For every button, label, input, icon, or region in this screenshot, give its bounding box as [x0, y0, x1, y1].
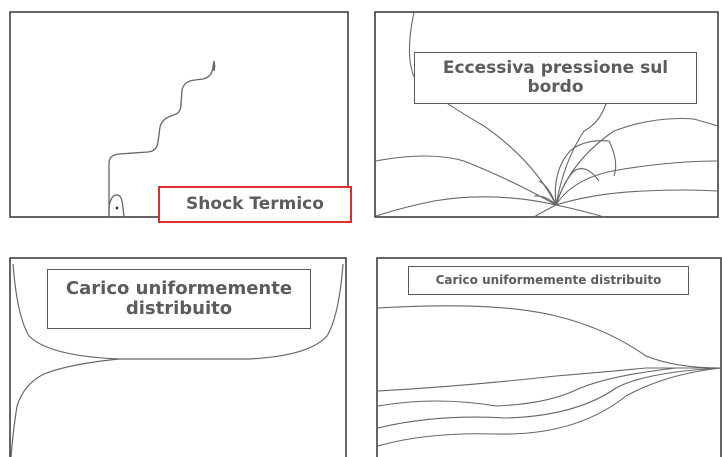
- pane-frame: [9, 11, 349, 218]
- label-uniform-load-2: Carico uniformemente distribuito: [408, 266, 689, 295]
- uniform-load-cracks: [10, 263, 344, 457]
- propagating-cracks: [377, 305, 722, 447]
- label-uniform-load-1: Carico uniformemente distribuito: [47, 269, 311, 329]
- panel-thermal-shock: Shock Termico: [9, 11, 352, 223]
- crack-origin-loop: [108, 194, 125, 218]
- crack-origin-point: [115, 206, 119, 210]
- thermal-crack-line: [108, 60, 216, 217]
- label-edge-pressure: Eccessiva pressione sul bordo: [414, 52, 697, 104]
- glass-pane-thermal: [9, 11, 349, 218]
- panel-edge-pressure: Eccessiva pressione sul bordo: [374, 11, 722, 219]
- panel-uniform-load-2: Carico uniformemente distribuito: [376, 256, 722, 457]
- label-thermal-shock: Shock Termico: [158, 186, 352, 223]
- edge-pressure-cracks: [375, 11, 719, 218]
- panel-uniform-load-1: Carico uniformemente distribuito: [9, 256, 349, 457]
- pane-frame: [374, 11, 719, 218]
- glass-pane-edge: [374, 11, 719, 218]
- pane-frame: [376, 257, 722, 457]
- glass-pane-uniform-2: [376, 257, 722, 457]
